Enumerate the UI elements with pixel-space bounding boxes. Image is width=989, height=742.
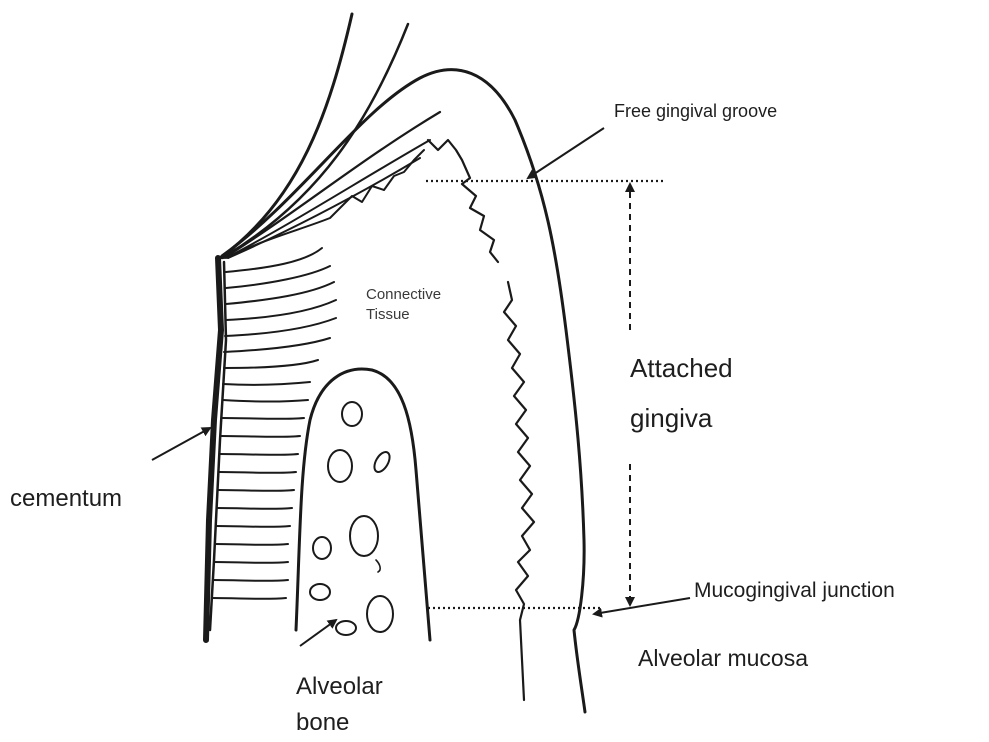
attached-gingiva-label-line2: gingiva bbox=[630, 402, 712, 435]
alveolar-bone-label-line2: bone bbox=[296, 708, 349, 738]
alveolar-mucosa-label: Alveolar mucosa bbox=[638, 644, 808, 673]
cementum-label: cementum bbox=[10, 484, 122, 514]
alveolar-bone-pointer bbox=[300, 620, 336, 646]
mucogingival-junction-pointer bbox=[594, 598, 690, 614]
mucogingival-junction-label: Mucogingival junction bbox=[694, 578, 895, 604]
periodontal-fibers bbox=[212, 248, 336, 599]
free-gingival-groove-label: Free gingival groove bbox=[614, 100, 777, 123]
tooth-crown-lines bbox=[220, 14, 440, 258]
gingiva-outer-surface bbox=[222, 70, 585, 712]
bone-marrow-spaces bbox=[310, 402, 393, 635]
alveolar-bone-label-line1: Alveolar bbox=[296, 672, 383, 702]
connective-tissue-label-line2: Tissue bbox=[366, 306, 410, 325]
cementum-pointer bbox=[152, 428, 210, 460]
free-gingival-groove-pointer bbox=[528, 128, 604, 178]
connective-tissue-label-line1: Connective bbox=[366, 286, 441, 305]
attached-gingiva-label-line1: Attached bbox=[630, 352, 733, 385]
epithelium-boundary bbox=[428, 140, 498, 262]
